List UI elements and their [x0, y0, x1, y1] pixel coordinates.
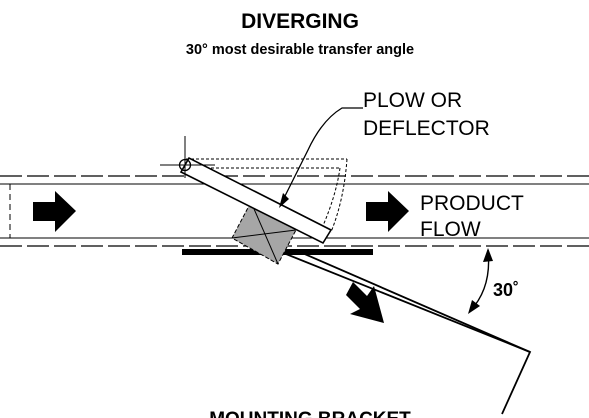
swing-range: [186, 158, 348, 233]
plow-arm: [179, 156, 333, 245]
plow-leader-line: [282, 107, 363, 201]
branch-upper-edge: [299, 251, 531, 353]
diagram-title: DIVERGING: [241, 10, 359, 33]
angle-arrowhead-bottom: [468, 300, 480, 314]
right-arrow-icon: [366, 191, 409, 232]
deflector-cross-b: [231, 229, 297, 239]
angle-arrowhead-top: [483, 248, 493, 262]
angle-label: 30˚: [493, 280, 519, 300]
flow-label-line1: PRODUCT: [420, 192, 524, 215]
plow-label-line1: PLOW OR: [363, 89, 462, 112]
deflector-cross-a: [250, 201, 279, 265]
bracket-label: MOUNTING BRACKET: [209, 409, 411, 418]
plow-leader-arrowhead: [279, 193, 289, 208]
diagram-subtitle: 30° most desirable transfer angle: [186, 42, 414, 58]
pivot-crosshair-icon: [160, 136, 215, 178]
flow-label-line2: FLOW: [420, 218, 481, 241]
main-conveyor: [0, 175, 589, 247]
right-arrow-icon: [33, 191, 76, 232]
plow-label-line2: DEFLECTOR: [363, 117, 490, 140]
diagonal-arrow-icon: [346, 282, 384, 323]
